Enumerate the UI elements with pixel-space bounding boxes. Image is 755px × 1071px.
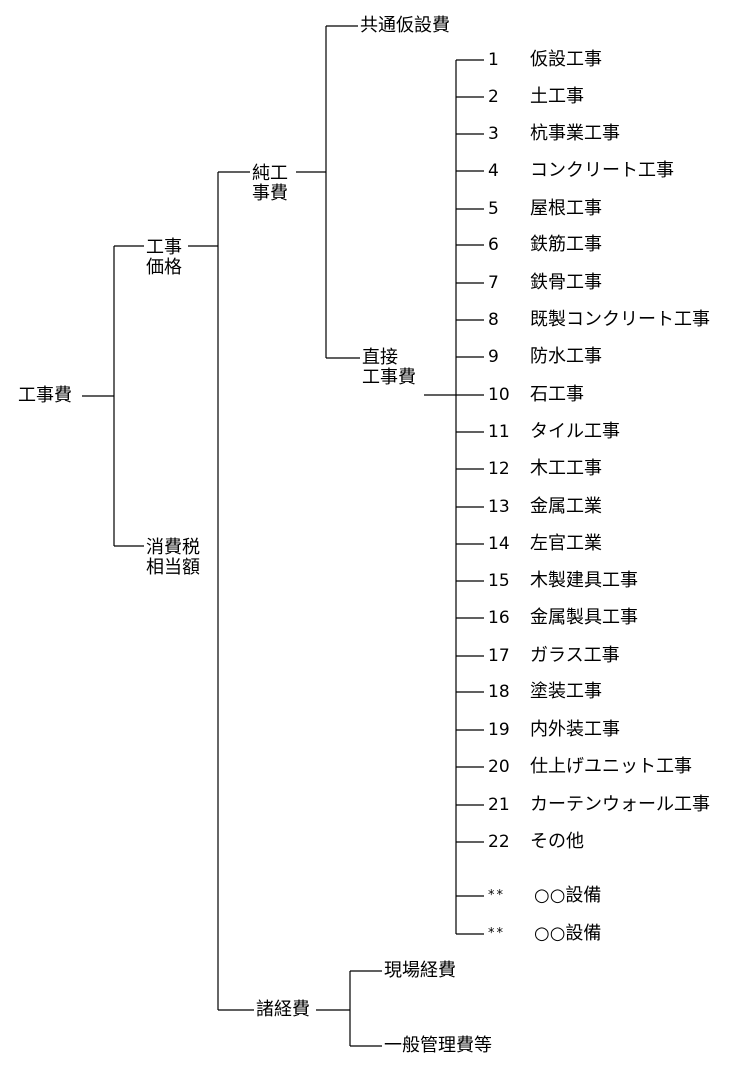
work-item-number: 13 [488, 497, 510, 517]
work-item-number: 18 [488, 682, 510, 702]
work-item-number: 10 [488, 385, 510, 405]
work-item-number: 2 [488, 87, 499, 107]
common-temporary-node: 共通仮設費 [360, 15, 450, 36]
work-item-label: 既製コンクリート工事 [530, 309, 710, 330]
work-item-label: 内外装工事 [530, 719, 620, 740]
direct-cost-line1: 直接 [362, 347, 398, 368]
work-item-number: 14 [488, 534, 510, 554]
work-item-number: 19 [488, 720, 510, 740]
work-item-label: コンクリート工事 [530, 160, 674, 181]
work-item-label: その他 [530, 831, 584, 852]
work-item-label: 防水工事 [530, 346, 602, 367]
work-item-number: 3 [488, 124, 499, 144]
work-item-label: 金属工業 [530, 496, 602, 517]
direct-cost-node: 直接 工事費 [362, 348, 416, 388]
net-cost-node: 純工 事費 [252, 164, 288, 204]
work-item-number: 15 [488, 571, 510, 591]
work-item-number: 4 [488, 161, 499, 181]
work-item-label: 左官工業 [530, 533, 602, 554]
work-item-number: 7 [488, 273, 499, 293]
work-item-label: 屋根工事 [530, 198, 602, 219]
work-item-label: ○○設備 [534, 923, 602, 944]
work-item-label: ○○設備 [534, 885, 602, 906]
work-item-label: 仕上げユニット工事 [530, 756, 692, 777]
consumption-tax-line2: 相当額 [146, 557, 200, 578]
work-item-number: 11 [488, 422, 510, 442]
work-item-number: 20 [488, 757, 510, 777]
construction-price-line1: 工事 [146, 237, 182, 258]
work-item-label: 杭事業工事 [530, 123, 620, 144]
work-item-number: 21 [488, 795, 510, 815]
work-item-number: 1 [488, 50, 499, 70]
work-item-label: 木工工事 [530, 458, 602, 479]
general-admin-node: 一般管理費等 [384, 1035, 492, 1056]
work-item-label: 木製建具工事 [530, 570, 638, 591]
work-item-number: 17 [488, 646, 510, 666]
work-item-number: ** [488, 926, 505, 941]
work-item-number: 22 [488, 832, 510, 852]
work-item-label: ガラス工事 [530, 645, 620, 666]
net-cost-line1: 純工 [252, 163, 288, 184]
work-item-label: 金属製具工事 [530, 607, 638, 628]
work-item-number: 8 [488, 310, 499, 330]
work-item-number: 6 [488, 235, 499, 255]
construction-price-line2: 価格 [146, 257, 182, 278]
construction-price-node: 工事 価格 [146, 238, 182, 278]
direct-cost-line2: 工事費 [362, 367, 416, 388]
work-item-number: 12 [488, 459, 510, 479]
work-item-label: タイル工事 [530, 421, 620, 442]
work-item-label: カーテンウォール工事 [530, 794, 710, 815]
work-item-number: 9 [488, 347, 499, 367]
work-item-number: 5 [488, 199, 499, 219]
work-item-label: 仮設工事 [530, 49, 602, 70]
site-expenses-node: 現場経費 [384, 960, 456, 981]
work-item-number: 16 [488, 608, 510, 628]
work-item-label: 土工事 [530, 86, 584, 107]
consumption-tax-line1: 消費税 [146, 537, 200, 558]
work-item-label: 石工事 [530, 384, 584, 405]
consumption-tax-node: 消費税 相当額 [146, 538, 200, 578]
overhead-node: 諸経費 [256, 999, 310, 1020]
work-item-label: 鉄骨工事 [530, 272, 602, 293]
net-cost-line2: 事費 [252, 183, 288, 204]
work-item-label: 鉄筋工事 [530, 234, 602, 255]
work-item-number: ** [488, 888, 505, 903]
work-item-label: 塗装工事 [530, 681, 602, 702]
root-node: 工事費 [18, 385, 72, 406]
